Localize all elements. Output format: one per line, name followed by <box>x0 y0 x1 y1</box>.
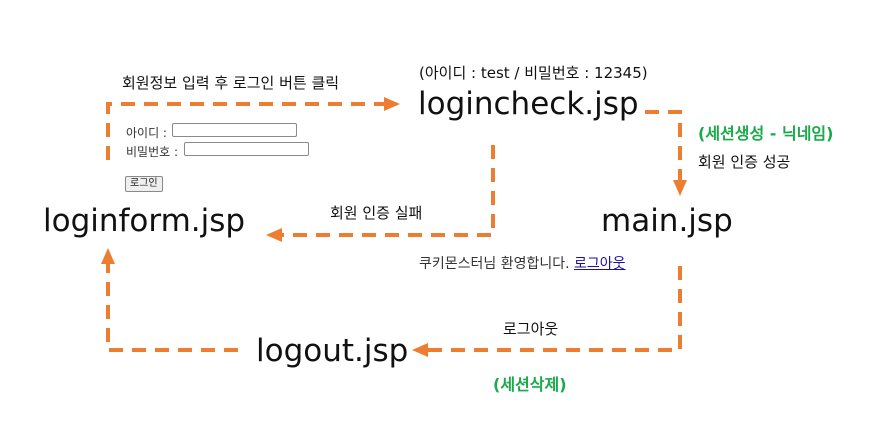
welcome-text: 쿠키몬스터님 환영합니다. <box>419 256 570 272</box>
edge-label-main-to-logout: 로그아웃 <box>503 320 559 338</box>
arrow-form-to-check <box>106 102 384 160</box>
pw-label: 비밀번호 : <box>126 145 179 159</box>
edge-label-check-to-form: 회원 인증 실패 <box>330 204 423 222</box>
arrow-check-to-main <box>645 110 682 180</box>
session-create-note: (세션생성 - 닉네임) <box>698 124 834 143</box>
pw-input[interactable] <box>184 142 309 156</box>
logout-link[interactable]: 로그아웃 <box>574 256 626 272</box>
node-logincheck: logincheck.jsp <box>418 86 639 122</box>
node-loginform: loginform.jsp <box>43 203 246 239</box>
arrowhead-main <box>673 180 687 196</box>
arrow-logout-to-form <box>106 264 238 352</box>
node-main: main.jsp <box>601 203 733 239</box>
arrow-main-to-logout <box>428 266 682 352</box>
session-delete-note: (세션삭제) <box>493 375 567 394</box>
credentials-note: (아이디 : test / 비밀번호 : 12345) <box>419 64 648 82</box>
id-input[interactable] <box>172 123 297 137</box>
edge-label-form-to-check: 회원정보 입력 후 로그인 버튼 클릭 <box>122 74 340 92</box>
node-logout: logout.jsp <box>256 333 409 369</box>
id-label: 아이디 : <box>126 126 167 140</box>
arrow-check-to-form <box>282 145 495 237</box>
arrowhead-check <box>384 97 400 111</box>
arrowhead-form-return <box>101 248 115 264</box>
edge-label-check-to-main: 회원 인증 성공 <box>698 153 791 171</box>
arrowhead-form-fail <box>266 228 282 242</box>
arrowhead-logout <box>412 343 428 357</box>
welcome-message: 쿠키몬스터님 환영합니다. 로그아웃 <box>419 253 626 273</box>
login-button[interactable]: 로그인 <box>125 176 163 192</box>
